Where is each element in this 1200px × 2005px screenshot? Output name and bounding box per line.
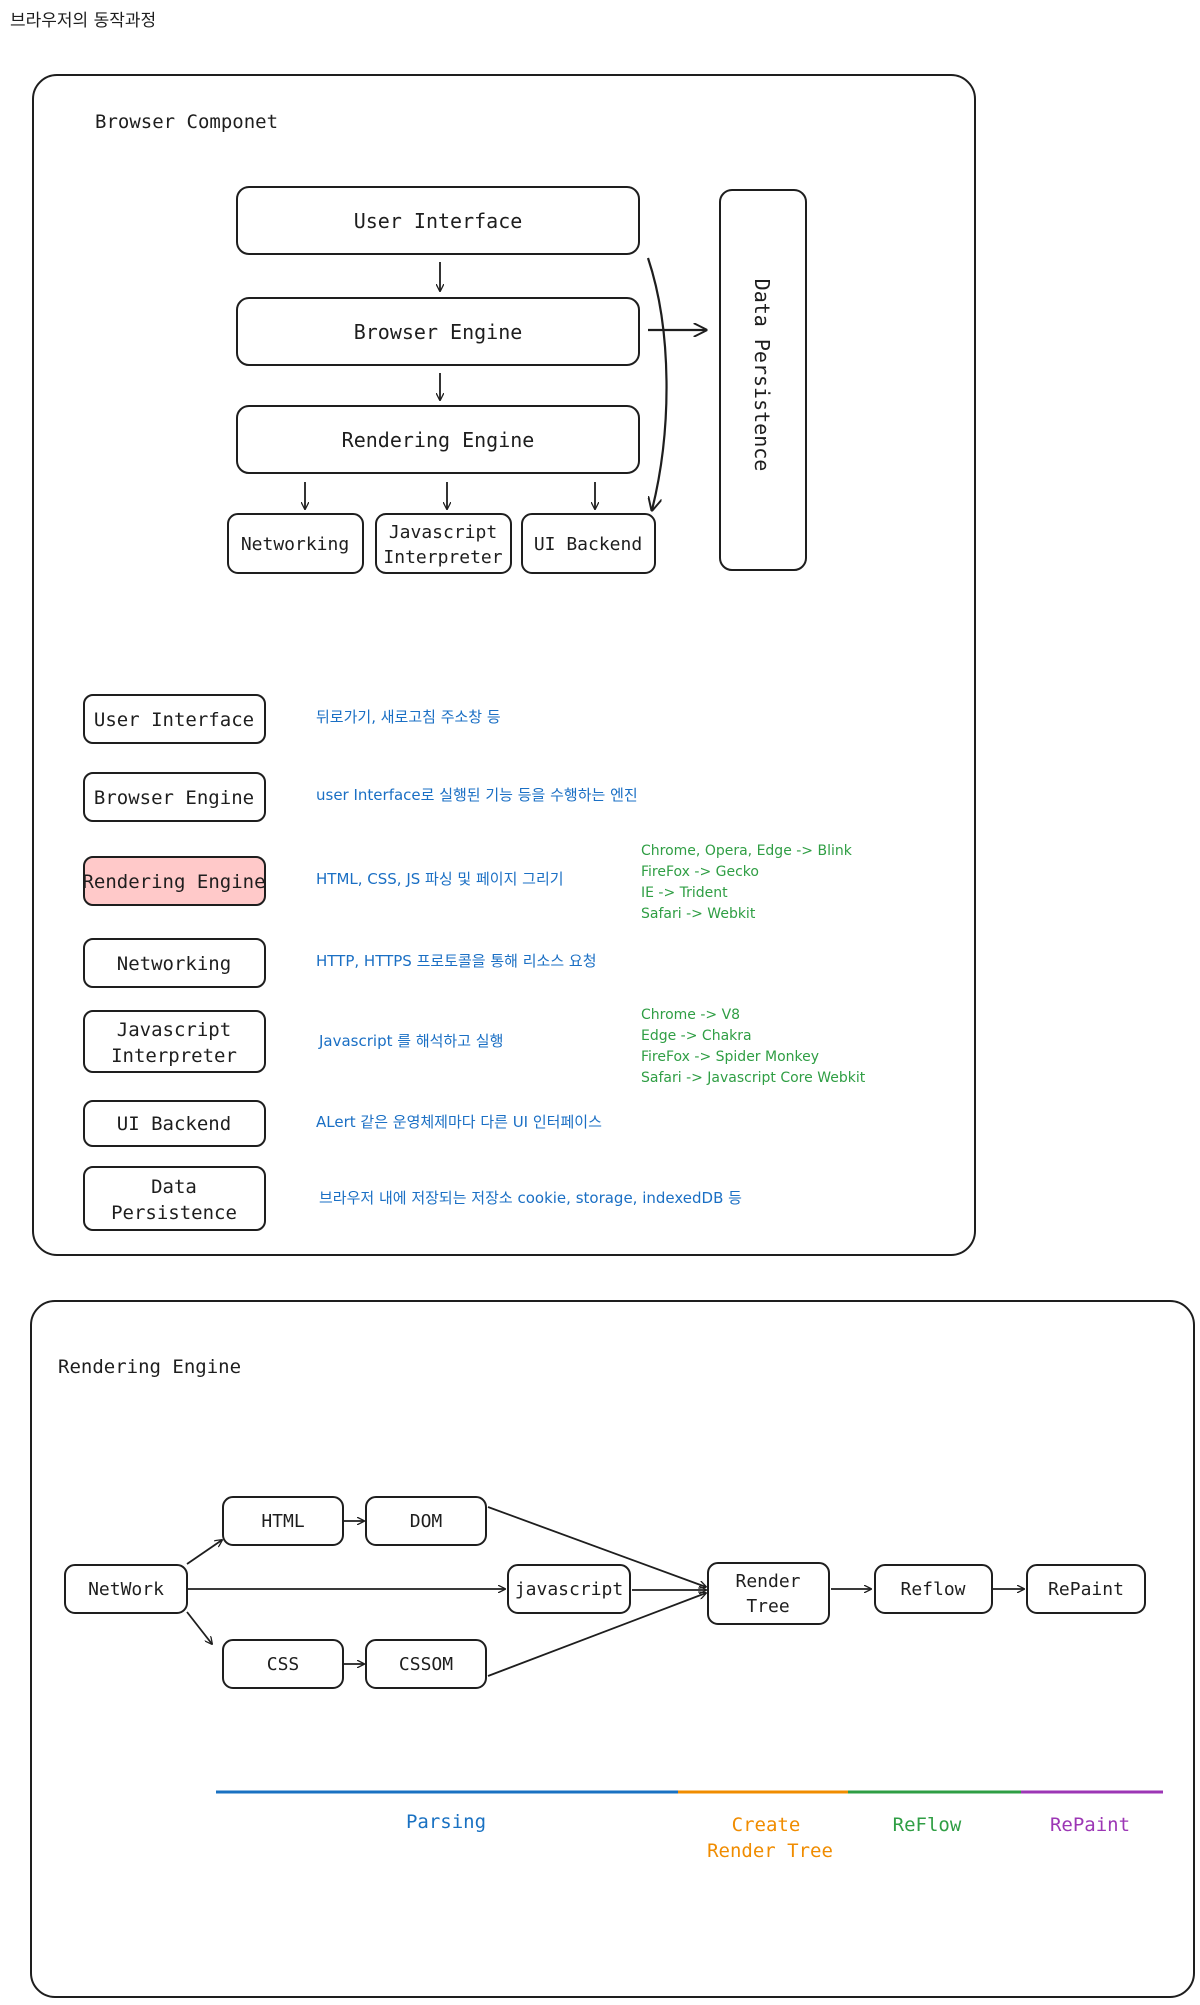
stack-networking: Networking xyxy=(227,513,364,574)
svg-text:User Interface: User Interface xyxy=(354,209,523,233)
svg-text:javascript: javascript xyxy=(515,1579,623,1600)
svg-text:DOM: DOM xyxy=(410,1511,443,1532)
svg-text:Data: Data xyxy=(151,1176,197,1198)
panel-title: Browser Componet xyxy=(95,111,278,133)
svg-text:Render: Render xyxy=(735,1571,800,1592)
node-repaint: RePaint xyxy=(1026,1564,1146,1614)
svg-text:Render Tree: Render Tree xyxy=(707,1840,833,1862)
phase-reflow: ReFlow xyxy=(848,1790,1021,1836)
node-reflow: Reflow xyxy=(874,1564,993,1614)
node-render-tree: Render Tree xyxy=(707,1562,830,1625)
svg-text:ReFlow: ReFlow xyxy=(893,1814,962,1836)
stack-rendering-engine: Rendering Engine xyxy=(236,405,640,474)
rendering-engine-notes: Chrome, Opera, Edge -> Blink FireFox -> … xyxy=(641,843,853,922)
svg-text:뒤로가기, 새로고침 주소창 등: 뒤로가기, 새로고침 주소창 등 xyxy=(316,708,501,726)
legend-row-networking: Networking HTTP, HTTPS 프로토콜을 통해 리소스 요청 xyxy=(83,938,597,988)
phase-create-render-tree: Create Render Tree xyxy=(678,1790,848,1862)
svg-text:Chrome -> V8: Chrome -> V8 xyxy=(641,1007,740,1023)
node-html: HTML xyxy=(222,1496,344,1546)
svg-text:Rendering Engine: Rendering Engine xyxy=(342,428,535,452)
svg-text:Chrome, Opera, Edge -> Blink: Chrome, Opera, Edge -> Blink xyxy=(641,843,853,859)
legend-row-data-persistence: Data Persistence 브라우저 내에 저장되는 저장소 cookie… xyxy=(83,1166,742,1231)
svg-text:HTML: HTML xyxy=(261,1511,305,1532)
stack-user-interface: User Interface xyxy=(236,186,640,255)
node-cssom: CSSOM xyxy=(365,1639,487,1689)
svg-text:Browser Engine: Browser Engine xyxy=(94,787,254,809)
node-javascript: javascript xyxy=(507,1564,631,1614)
phase-parsing: Parsing xyxy=(216,1790,678,1833)
legend-row-user-interface: User Interface 뒤로가기, 새로고침 주소창 등 xyxy=(83,694,501,744)
svg-text:FireFox -> Spider Monkey: FireFox -> Spider Monkey xyxy=(641,1049,819,1065)
svg-text:HTTP, HTTPS 프로토콜을 통해 리소스 요청: HTTP, HTTPS 프로토콜을 통해 리소스 요청 xyxy=(316,952,597,970)
svg-text:Edge -> Chakra: Edge -> Chakra xyxy=(641,1028,752,1044)
svg-text:브라우저 내에 저장되는 저장소 cookie, stora: 브라우저 내에 저장되는 저장소 cookie, storage, indexe… xyxy=(319,1189,742,1207)
svg-text:FireFox -> Gecko: FireFox -> Gecko xyxy=(641,864,759,880)
stack-ui-backend: UI Backend xyxy=(521,513,656,574)
svg-text:Parsing: Parsing xyxy=(406,1811,486,1833)
svg-text:Javascript 를 해석하고 실행: Javascript 를 해석하고 실행 xyxy=(318,1032,503,1050)
svg-text:UI Backend: UI Backend xyxy=(117,1113,231,1135)
svg-text:Networking: Networking xyxy=(241,534,349,555)
svg-text:CSSOM: CSSOM xyxy=(399,1654,453,1675)
svg-text:Tree: Tree xyxy=(746,1596,789,1617)
flow-arrows xyxy=(186,1506,1024,1677)
svg-text:Javascript: Javascript xyxy=(389,522,497,543)
legend-row-rendering-engine: Rendering Engine HTML, CSS, JS 파싱 및 페이지 … xyxy=(82,856,564,906)
svg-text:UI Backend: UI Backend xyxy=(534,534,642,555)
legend-row-javascript-interpreter: Javascript Interpreter Javascript 를 해석하고… xyxy=(83,1010,503,1073)
node-network: NetWork xyxy=(64,1564,188,1614)
svg-text:Javascript: Javascript xyxy=(117,1019,231,1041)
browser-component-panel xyxy=(32,74,976,1256)
node-css: CSS xyxy=(222,1639,344,1689)
page-title: 브라우저의 동작과정 xyxy=(10,11,156,31)
svg-text:HTML, CSS, JS 파싱 및 페이지 그리기: HTML, CSS, JS 파싱 및 페이지 그리기 xyxy=(316,870,564,888)
svg-text:user Interface로 실행된 기능 등을 수행하는: user Interface로 실행된 기능 등을 수행하는 엔진 xyxy=(316,786,638,804)
legend-row-browser-engine: Browser Engine user Interface로 실행된 기능 등을… xyxy=(83,772,638,822)
svg-text:RePaint: RePaint xyxy=(1048,1579,1124,1600)
svg-text:Create: Create xyxy=(732,1814,801,1836)
svg-text:RePaint: RePaint xyxy=(1050,1814,1130,1836)
rendering-engine-panel xyxy=(30,1300,1195,1998)
stack-javascript-interpreter: Javascript Interpreter xyxy=(375,513,512,574)
svg-text:Safari -> Javascript Core Webk: Safari -> Javascript Core Webkit xyxy=(641,1070,866,1086)
svg-text:ALert 같은 운영체제마다 다른 UI 인터페이스: ALert 같은 운영체제마다 다른 UI 인터페이스 xyxy=(316,1113,602,1131)
svg-text:NetWork: NetWork xyxy=(88,1579,164,1600)
svg-text:Reflow: Reflow xyxy=(900,1579,965,1600)
node-dom: DOM xyxy=(365,1496,487,1546)
svg-text:Rendering Engine: Rendering Engine xyxy=(82,871,265,893)
stack-browser-engine: Browser Engine xyxy=(236,297,640,366)
svg-text:CSS: CSS xyxy=(267,1654,300,1675)
svg-text:IE -> Trident: IE -> Trident xyxy=(641,885,728,901)
svg-text:Data Persistence: Data Persistence xyxy=(750,279,774,472)
panel2-title: Rendering Engine xyxy=(58,1356,241,1378)
svg-text:Safari -> Webkit: Safari -> Webkit xyxy=(641,906,756,922)
phase-repaint: RePaint xyxy=(1021,1790,1163,1836)
svg-text:Persistence: Persistence xyxy=(111,1202,237,1224)
javascript-engine-notes: Chrome -> V8 Edge -> Chakra FireFox -> S… xyxy=(641,1007,866,1086)
svg-text:Interpreter: Interpreter xyxy=(111,1045,237,1067)
svg-text:User Interface: User Interface xyxy=(94,709,254,731)
legend-row-ui-backend: UI Backend ALert 같은 운영체제마다 다른 UI 인터페이스 xyxy=(83,1100,602,1147)
stack-arrows xyxy=(305,257,706,510)
svg-text:Interpreter: Interpreter xyxy=(383,547,502,568)
svg-text:Networking: Networking xyxy=(117,953,231,975)
stack-data-persistence: Data Persistence xyxy=(719,189,807,571)
svg-text:Browser Engine: Browser Engine xyxy=(354,320,523,344)
